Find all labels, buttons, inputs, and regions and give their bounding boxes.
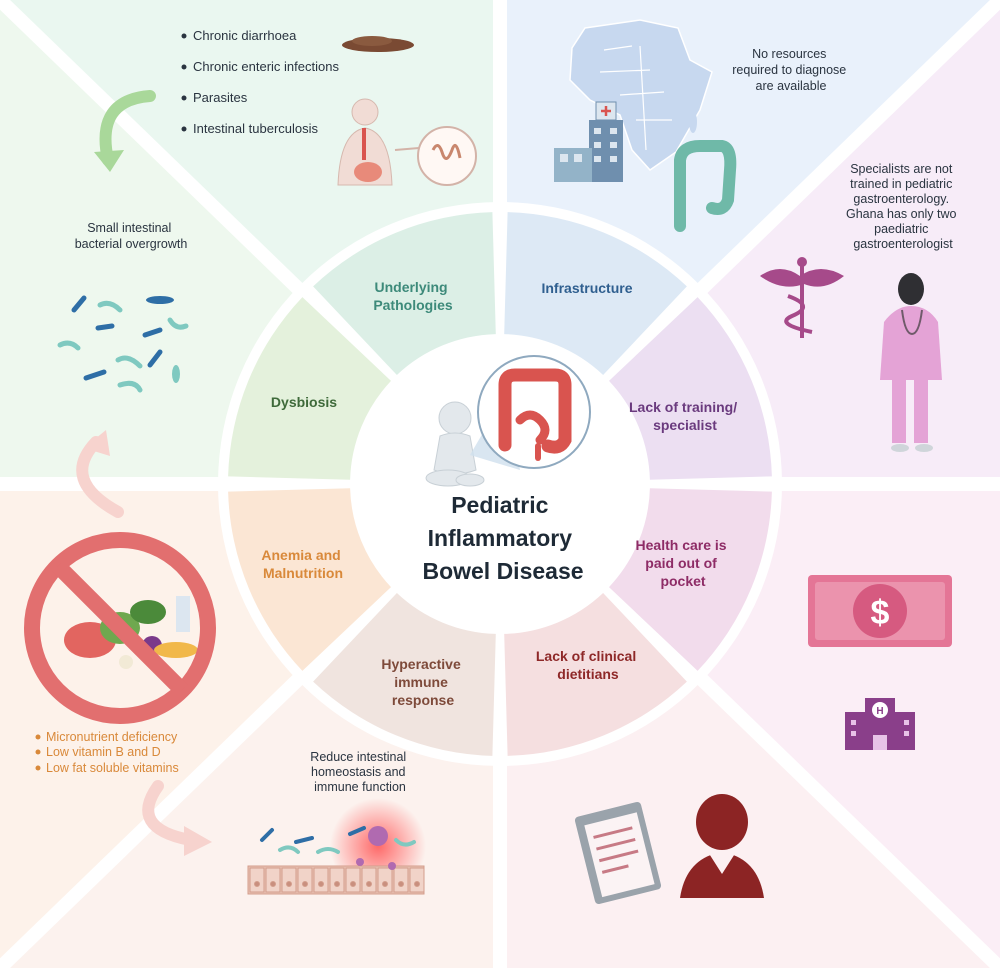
- hospital-icon: H: [845, 698, 915, 750]
- nutrition-list: Micronutrient deficiency Low vitamin B a…: [35, 730, 179, 775]
- no-food-sign-icon: [24, 532, 216, 724]
- arrow-to-gut: [142, 780, 196, 846]
- intestinal-epithelium-icon: [247, 798, 426, 895]
- specialists-text: Specialists are not trained in pediatric…: [846, 162, 960, 251]
- doctor-figure-icon: [880, 273, 942, 452]
- parasite-magnifier-icon: [394, 126, 477, 186]
- colon-icon: [674, 140, 737, 232]
- label-lack-of-training: Lack of training/ specialist: [629, 399, 741, 433]
- pathologies-list: Chronic diarrhoea Chronic enteric infect…: [181, 28, 339, 136]
- segment-ring: [228, 212, 772, 756]
- clipboard-icon: [574, 801, 662, 905]
- list-item: Intestinal tuberculosis: [193, 121, 319, 136]
- arrow-head-icon: [184, 826, 212, 856]
- arrow-to-dysbiosis: [76, 436, 124, 518]
- digestive-body-icon: [337, 98, 393, 186]
- label-lack-of-dietitians: Lack of clinical dietitians: [536, 648, 640, 682]
- label-anemia-malnutrition: Anemia and Malnutrition: [261, 547, 344, 581]
- sibo-text: Small intestinal bacterial overgrowth: [75, 221, 188, 251]
- hospital-building-icon: [554, 101, 623, 182]
- label-dysbiosis: Dysbiosis: [271, 394, 337, 410]
- segment-hyperactive-immune: [313, 593, 496, 756]
- label-underlying-pathologies: Underlying Pathologies: [373, 279, 453, 313]
- stool-icon: [342, 36, 414, 52]
- bacteria-icon: [57, 295, 189, 393]
- center-title: Pediatric Inflammatory Bowel Disease: [422, 492, 583, 584]
- list-item: Chronic enteric infections: [193, 59, 339, 74]
- caduceus-icon: [760, 257, 844, 338]
- segment-infrastructure: [504, 212, 687, 375]
- label-health-care-paid: Health care is paid out of pocket: [636, 537, 731, 589]
- baby-illustration: [425, 401, 485, 487]
- list-item: Chronic diarrhoea: [193, 28, 297, 43]
- segment-lack-of-dietitians: [504, 593, 687, 756]
- dietitian-person-icon: [680, 794, 764, 898]
- svg-text:H: H: [876, 706, 883, 717]
- segment-dysbiosis: [228, 297, 391, 480]
- list-item: Low fat soluble vitamins: [46, 761, 179, 775]
- list-item: Parasites: [193, 90, 248, 105]
- label-infrastructure: Infrastructure: [541, 280, 632, 296]
- homeostasis-text: Reduce intestinal homeostasis and immune…: [310, 750, 409, 794]
- label-hyperactive-immune: Hyperactive immune response: [381, 656, 464, 708]
- arrow-head-icon: [84, 430, 110, 456]
- segment-lack-of-training: [609, 297, 772, 480]
- africa-map-icon: [569, 19, 713, 171]
- segment-health-care-paid: [609, 488, 772, 671]
- colon-magnifier: [477, 355, 591, 469]
- no-resources-text: No resources required to diagnose are av…: [732, 47, 849, 93]
- arrow-to-sibo: [99, 90, 156, 166]
- segment-underlying-pathologies: [313, 212, 496, 375]
- segment-anemia-malnutrition: [228, 488, 391, 671]
- banknote-icon: $: [808, 575, 952, 647]
- svg-text:$: $: [871, 594, 890, 632]
- list-item: Micronutrient deficiency: [46, 730, 178, 744]
- arrow-head-icon: [94, 150, 124, 172]
- list-item: Low vitamin B and D: [46, 745, 161, 759]
